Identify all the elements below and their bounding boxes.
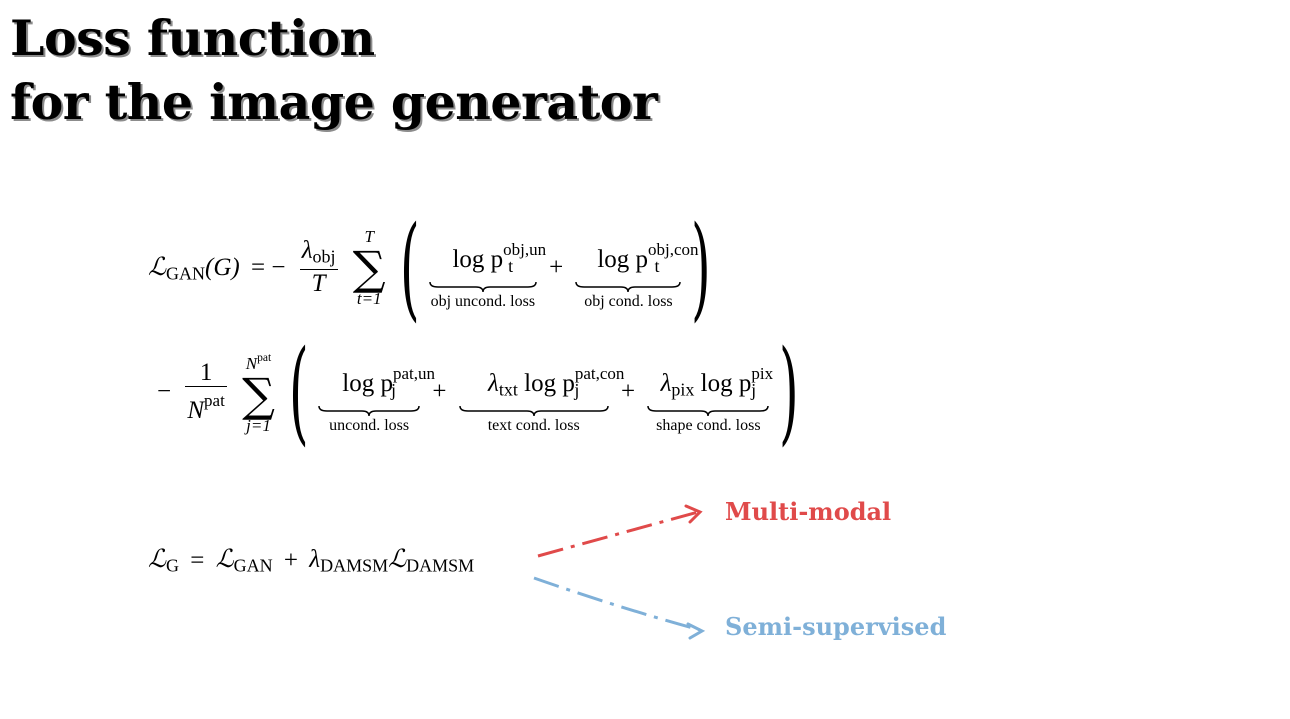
sum-lower: t=1 — [356, 289, 382, 308]
arrow-multimodal — [537, 504, 703, 558]
label-obj-uncond: obj uncond. loss — [430, 292, 536, 310]
underbrace-icon — [458, 405, 609, 416]
left-paren: ( — [289, 327, 309, 457]
equals-minus: = − — [250, 254, 286, 281]
left-paren: ( — [399, 203, 420, 333]
sum-lower: j=1 — [246, 416, 271, 436]
plus: + — [549, 254, 564, 281]
plus: + — [283, 547, 298, 575]
term-obj-uncond: log pobj,unt obj uncond. loss — [428, 235, 546, 310]
label-uncond: uncond. loss — [329, 416, 410, 434]
callout-multimodal: Multi-modal — [725, 497, 892, 526]
term-text-cond: λtxt log ppat,conj text cond. loss — [458, 359, 624, 434]
right-paren: ) — [690, 203, 711, 333]
term-shape-cond: λpix log ppixj shape cond. loss — [646, 359, 773, 434]
sigma-icon: ∑ — [242, 368, 275, 423]
label-text-cond: text cond. loss — [487, 416, 580, 434]
lambda-sub: obj — [312, 246, 336, 267]
sum-upper: T — [364, 227, 374, 246]
slide-title: Loss function for the image generator — [10, 6, 658, 134]
plus: + — [620, 378, 636, 405]
loss-symbol: ℒ — [148, 253, 167, 281]
lhs: ℒGAN(G) — [148, 252, 240, 285]
right-paren: ) — [778, 327, 799, 457]
numerator: 1 — [185, 359, 227, 387]
equation-gan-row1: ℒGAN(G) = − λobj T T ∑ t=1 ( log pobj,un… — [148, 203, 712, 333]
sigma-icon: ∑ — [352, 241, 386, 295]
equation-gan-row2: − 1 Npat Npat ∑ j=1 ( log ppat,unj uncon… — [152, 327, 800, 457]
label-obj-cond: obj cond. loss — [584, 292, 673, 310]
term-uncond: log ppat,unj uncond. loss — [317, 359, 435, 434]
lambda: λ — [301, 236, 313, 264]
fraction-one-over-npat: 1 Npat — [185, 358, 227, 424]
equation-total-loss: ℒG = ℒGAN + λDAMSMℒDAMSM — [148, 546, 475, 576]
denominator: T — [311, 270, 326, 298]
label-shape-cond: shape cond. loss — [656, 416, 761, 434]
sum-t: T ∑ t=1 — [353, 228, 386, 308]
callout-semisupervised: Semi-supervised — [725, 612, 947, 641]
loss-subscript: GAN — [166, 263, 206, 284]
underbrace-icon — [647, 405, 770, 416]
title-line-1: Loss function — [10, 9, 375, 67]
equals: = — [190, 547, 205, 575]
underbrace-icon — [318, 405, 420, 416]
title-line-2: for the image generator — [10, 73, 658, 131]
plus: + — [432, 378, 447, 405]
minus: − — [157, 378, 172, 405]
fraction-lambda-obj: λobj T — [299, 236, 338, 299]
loss-argument: (G) — [205, 253, 240, 281]
term-obj-cond: log pobj,cont obj cond. loss — [574, 235, 699, 310]
underbrace-icon — [429, 281, 537, 292]
arrow-semisupervised — [533, 576, 706, 640]
underbrace-icon — [575, 281, 682, 292]
sum-j: Npat ∑ j=1 — [242, 350, 275, 436]
